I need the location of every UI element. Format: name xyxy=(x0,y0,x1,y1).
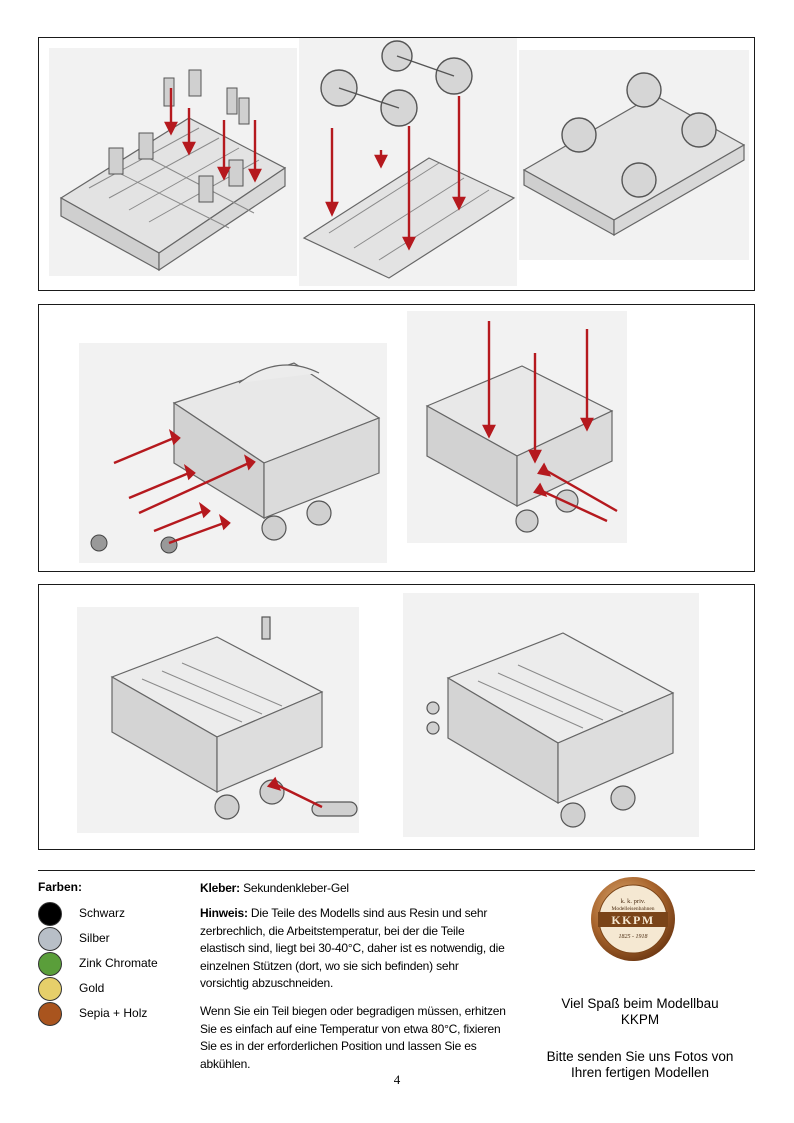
assembled-tender-illustration xyxy=(403,593,699,837)
photo-request-message: Bitte senden Sie uns Fotos von Ihren fer… xyxy=(520,1049,760,1081)
kkpm-logo: k. k. priv. Modelleisenbahnen KKPM 1825 … xyxy=(590,876,676,962)
note-text: Die Teile des Modells sind aus Resin und… xyxy=(200,906,505,990)
color-label: Zink Chromate xyxy=(79,956,158,970)
color-label: Gold xyxy=(79,981,105,995)
assembly-step-panel-1 xyxy=(38,37,755,291)
tender-with-drawbar-illustration xyxy=(77,607,359,833)
logo-line-2: Modelleisenbahnen xyxy=(611,906,654,912)
assembly-step-panel-3 xyxy=(38,584,755,850)
logo-line-4: 1825 - 1918 xyxy=(619,934,648,940)
section-divider xyxy=(38,870,755,871)
frame-with-wheelsets-illustration xyxy=(299,38,517,286)
logo-line-1: k. k. priv. xyxy=(621,898,646,905)
color-swatch xyxy=(38,977,62,1001)
color-label: Sepia + Holz xyxy=(79,1006,148,1020)
bending-instructions: Wenn Sie ein Teil biegen oder begradigen… xyxy=(200,1004,506,1071)
logo-line-3: KKPM xyxy=(611,913,654,927)
tender-with-handrails-illustration xyxy=(407,311,627,543)
color-legend-item-silver: Silber xyxy=(38,927,110,951)
color-swatch xyxy=(38,902,62,926)
color-legend-item-black: Schwarz xyxy=(38,902,125,926)
color-label: Schwarz xyxy=(79,906,126,920)
red-arrow-group xyxy=(164,88,262,183)
note-label: Hinweis: xyxy=(200,906,248,920)
closing-line-2: KKPM xyxy=(620,1012,660,1027)
color-label: Silber xyxy=(79,931,110,945)
page-number: 4 xyxy=(393,1072,401,1087)
glue-info: Kleber: Sekundenkleber-Gel xyxy=(200,880,510,898)
frame-with-brake-parts-illustration xyxy=(49,48,297,276)
glue-text: Sekundenkleber-Gel xyxy=(239,881,349,895)
closing-line-1: Viel Spaß beim Modellbau xyxy=(561,996,719,1011)
glue-label: Kleber: xyxy=(200,881,240,895)
tender-with-couplings-illustration xyxy=(79,343,387,563)
color-swatch xyxy=(38,927,62,951)
color-legend-item-gold: Gold xyxy=(38,977,104,1001)
closing-line-3: Bitte senden Sie uns Fotos von xyxy=(546,1049,734,1064)
closing-line-4: Ihren fertigen Modellen xyxy=(570,1065,710,1080)
color-swatch xyxy=(38,952,62,976)
color-swatch xyxy=(38,1002,62,1026)
color-legend-item-sepia: Sepia + Holz xyxy=(38,1002,147,1026)
note-paragraph: Hinweis: Die Teile des Modells sind aus … xyxy=(200,905,510,993)
assembly-step-panel-2 xyxy=(38,304,755,572)
closing-message: Viel Spaß beim Modellbau KKPM xyxy=(520,996,760,1028)
color-legend-item-zinc-chromate: Zink Chromate xyxy=(38,952,158,976)
assembled-frame-illustration xyxy=(519,50,749,260)
colors-title: Farben: xyxy=(38,880,83,894)
